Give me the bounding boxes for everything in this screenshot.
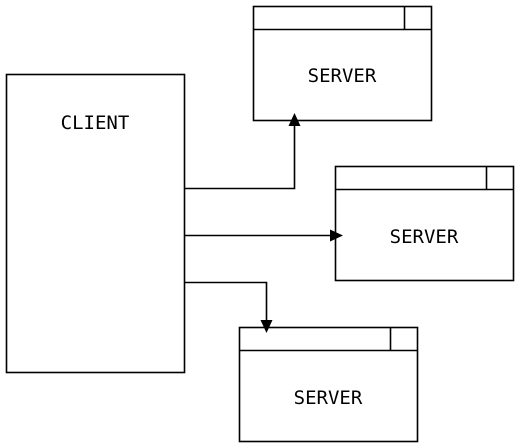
client-node: CLIENT bbox=[5, 73, 186, 374]
connector-line-3 bbox=[184, 281, 268, 320]
arrowhead-right-icon bbox=[330, 229, 343, 242]
arrowhead-down-icon bbox=[260, 320, 273, 333]
server-label-3: SERVER bbox=[294, 387, 363, 409]
server-node-2: SERVER bbox=[334, 165, 515, 282]
connector-client-server-2 bbox=[184, 229, 343, 242]
connector-client-server-1 bbox=[184, 113, 301, 190]
server-box-1 bbox=[252, 5, 433, 122]
arrowhead-up-icon bbox=[288, 113, 301, 126]
server-node-3: SERVER bbox=[238, 326, 419, 443]
client-box bbox=[5, 73, 186, 374]
server-node-1: SERVER bbox=[252, 5, 433, 122]
server-box-2 bbox=[334, 165, 515, 282]
connector-line-1 bbox=[184, 126, 296, 190]
server-label-2: SERVER bbox=[390, 226, 459, 248]
server-box-3 bbox=[238, 326, 419, 443]
client-label: CLIENT bbox=[61, 112, 130, 134]
server-label-1: SERVER bbox=[308, 65, 377, 87]
connector-client-server-3 bbox=[184, 281, 273, 333]
